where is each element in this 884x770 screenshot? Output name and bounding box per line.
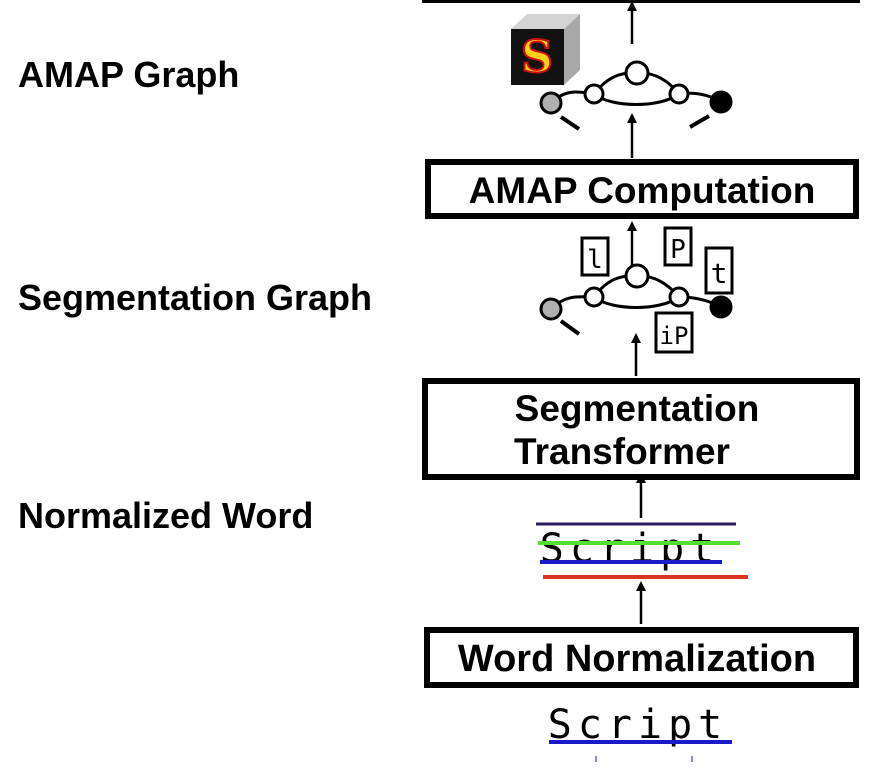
word-normalization-label: Word Normalization [458,638,816,680]
amap-graph-label: AMAP Graph [18,54,239,95]
normalized-word-text: Script [540,526,721,572]
segmentation-graph: l P t iP [539,226,734,354]
start-node [539,297,563,321]
segment-glyph: l [587,245,603,275]
amap-computation-box [425,159,859,219]
word-normalization-box [424,627,859,688]
segmentation-graph-label: Segmentation Graph [18,277,372,318]
segment-glyph: P [670,235,686,265]
graph-node [583,83,605,105]
graph-node [624,60,650,86]
normalized-word-image: Script [536,522,748,579]
amap-graph [539,60,733,131]
svg-text:S: S [521,32,553,83]
segmentation-transformer-box [422,378,860,480]
segmentation-transformer-line1: Segmentation [515,388,760,429]
graph-node [668,286,690,308]
segment-box [580,236,610,277]
graph-edge-dash [559,319,581,336]
end-node [709,90,733,114]
graph-node [668,83,690,105]
input-word-image: Script [548,702,732,762]
segmentation-transformer-line2: Transformer [514,431,730,472]
start-node [539,91,563,115]
graph-edge-dash [688,114,711,129]
segment-box [663,226,693,267]
graph-node [624,263,650,289]
end-node [709,295,733,319]
graph-node [583,286,605,308]
segment-glyph: t [711,257,728,290]
segment-box [704,246,734,295]
graph-edge-dash [559,115,581,131]
amap-computation-label: AMAP Computation [469,170,816,211]
normalized-word-label: Normalized Word [18,495,313,536]
segment-glyph: iP [660,322,689,350]
logo-icon: S [511,14,580,85]
segment-box [654,311,694,354]
